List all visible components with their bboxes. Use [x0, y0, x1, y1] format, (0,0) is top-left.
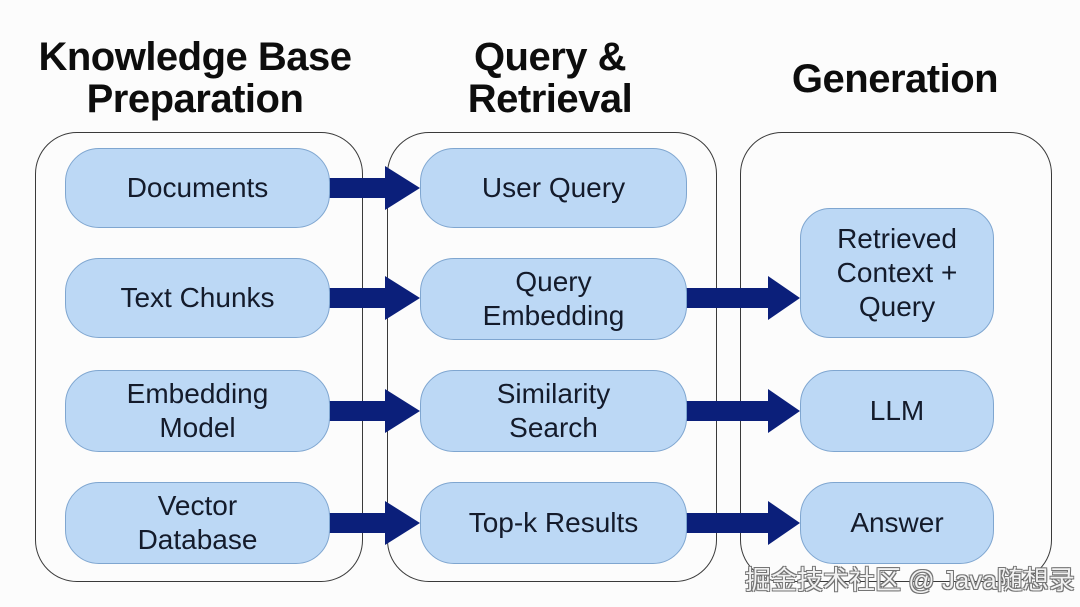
arrow-similarity-search-to-llm — [686, 389, 800, 433]
panel-query-retrieval — [387, 132, 717, 582]
arrow-vector-database-to-top-k — [328, 501, 420, 545]
panel-generation — [740, 132, 1052, 582]
node-query-embedding: Query Embedding — [420, 258, 687, 340]
column-title-knowledge-base: Knowledge Base Preparation — [38, 35, 352, 121]
arrow-embedding-model-to-similarity-search — [328, 389, 420, 433]
node-similarity-search: Similarity Search — [420, 370, 687, 452]
arrow-documents-to-user-query — [328, 166, 420, 210]
arrow-top-k-to-answer — [686, 501, 800, 545]
node-text-chunks: Text Chunks — [65, 258, 330, 338]
node-top-k-results: Top-k Results — [420, 482, 687, 564]
column-title-query-retrieval: Query & Retrieval — [467, 35, 633, 121]
node-user-query: User Query — [420, 148, 687, 228]
node-embedding-model: Embedding Model — [65, 370, 330, 452]
arrow-query-embedding-to-context — [686, 276, 800, 320]
node-llm: LLM — [800, 370, 994, 452]
node-answer: Answer — [800, 482, 994, 564]
column-title-generation: Generation — [791, 57, 999, 101]
node-vector-database: Vector Database — [65, 482, 330, 564]
watermark: 掘金技术社区 @ Java随想录 — [745, 565, 1075, 595]
node-retrieved-context: Retrieved Context + Query — [800, 208, 994, 338]
arrow-text-chunks-to-query-embedding — [328, 276, 420, 320]
panel-knowledge-base — [35, 132, 363, 582]
node-documents: Documents — [65, 148, 330, 228]
